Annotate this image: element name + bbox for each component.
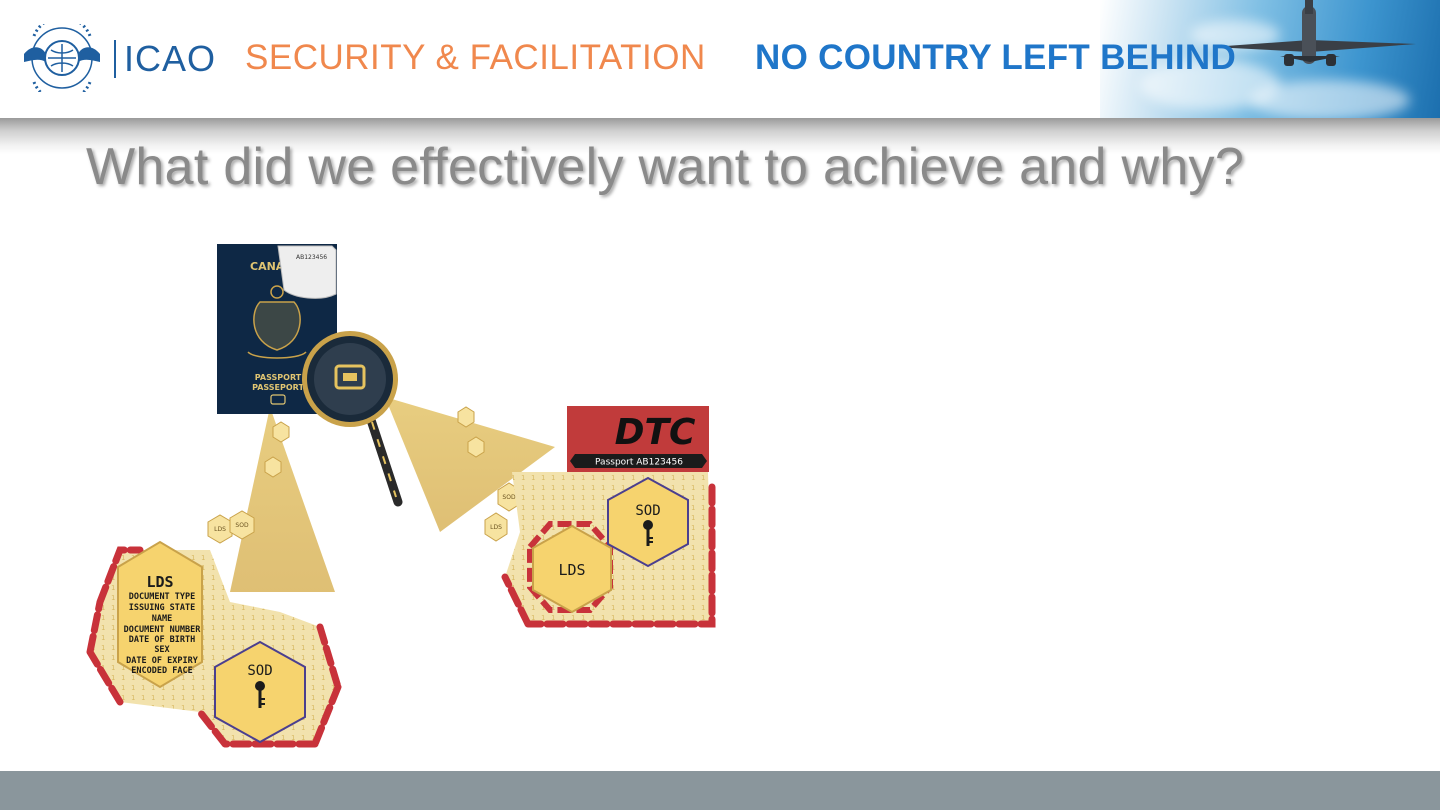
lds-field: DATE OF EXPIRY [126, 656, 199, 666]
sod-label: SOD [247, 663, 272, 679]
sector-title: SECURITY & FACILITATION [245, 38, 706, 77]
lds-field: ISSUING STATE [129, 603, 196, 613]
mini-hex-lds: LDS [214, 526, 226, 533]
passport-page-corner [277, 245, 337, 299]
passport-dtc-illustration: 1 LDS SOD LDS SOD LDS DOCUMENT TYPE ISSU… [86, 244, 716, 748]
key-icon [255, 681, 265, 708]
passport-label-fr: PASSEPORT [252, 383, 304, 392]
header-banner: ICAO SECURITY & FACILITATION NO COUNTRY … [0, 0, 1440, 118]
lds-field: DOCUMENT NUMBER [124, 625, 202, 635]
sod-label-right: SOD [635, 503, 660, 519]
mini-hex-lds-2: LDS [490, 524, 502, 531]
mini-hex-sod: SOD [235, 522, 249, 529]
chip-icon [270, 394, 286, 405]
lds-field: ENCODED FACE [131, 666, 192, 676]
slogan: NO COUNTRY LEFT BEHIND [755, 38, 1237, 77]
lds-field: NAME [152, 614, 172, 624]
lds-field: SEX [154, 645, 169, 655]
lds-hexagon-right [532, 524, 612, 614]
magnifying-glass-icon [302, 331, 403, 507]
lds-hexagon [117, 540, 203, 689]
passport-number: AB123456 [296, 254, 327, 261]
slide-title: What did we effectively want to achieve … [86, 138, 1245, 196]
data-beam-left [230, 407, 335, 592]
passport-country: CANA [250, 260, 285, 273]
brand-name: ICAO [124, 38, 217, 79]
dtc-subtitle: Passport AB123456 [595, 458, 683, 468]
key-icon [643, 520, 653, 546]
data-beam-right [385, 397, 555, 532]
lds-label-right: LDS [558, 561, 585, 579]
coat-of-arms-icon [247, 285, 307, 359]
header-shadow [0, 118, 1440, 154]
mini-hex-sod-2: SOD [502, 494, 516, 501]
dtc-title: DTC [615, 412, 696, 453]
lds-title: LDS [146, 573, 173, 591]
sky-banner [1100, 0, 1440, 118]
footer-bar [0, 771, 1440, 810]
logo-divider [114, 40, 116, 78]
lds-field: DATE OF BIRTH [129, 635, 196, 645]
lds-field: DOCUMENT TYPE [129, 592, 196, 602]
icao-emblem-icon [24, 24, 100, 92]
passport-label-en: PASSPORT [255, 373, 302, 382]
airplane-icon [1212, 0, 1416, 66]
